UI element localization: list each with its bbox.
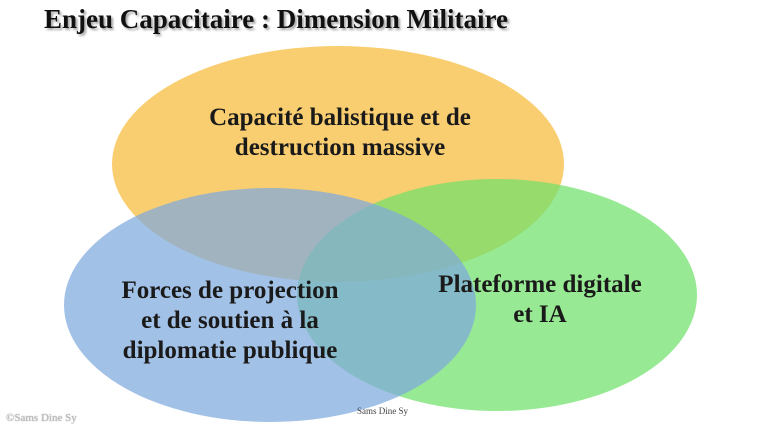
label-capacite-balistique: Capacité balistique et de destruction ma… bbox=[209, 104, 471, 161]
author-credit: Sams Dine Sy bbox=[357, 406, 409, 416]
copyright-watermark: ©Sams Dine Sy bbox=[6, 412, 77, 424]
label-forces-projection: Forces de projection et de soutien à la … bbox=[121, 277, 339, 364]
label-plateforme-digitale: Plateforme digitale et IA bbox=[438, 271, 642, 328]
circle-forces-projection bbox=[64, 188, 476, 422]
page-title: Enjeu Capacitaire : Dimension Militaire bbox=[44, 4, 508, 34]
